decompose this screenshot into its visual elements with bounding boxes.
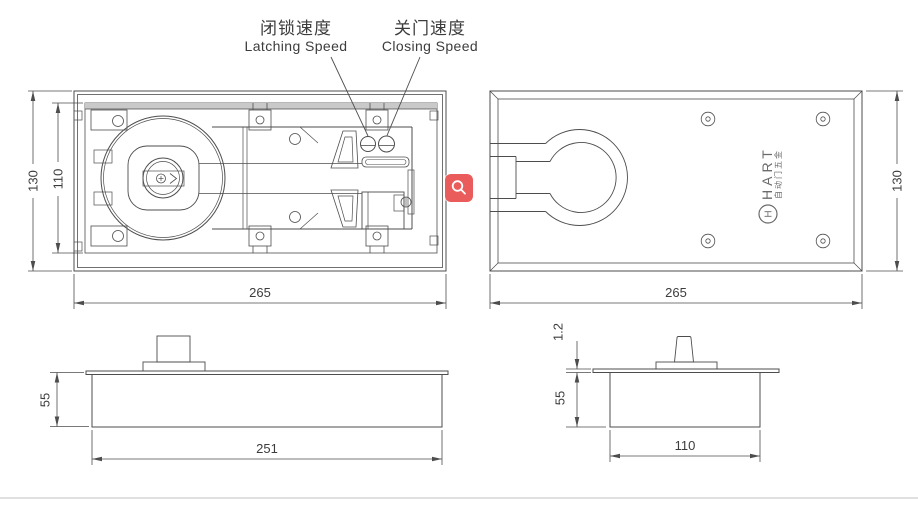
callout-closing-en: Closing Speed (382, 38, 478, 54)
dim-label-265-left: 265 (249, 285, 271, 300)
dim-label-251: 251 (256, 441, 278, 456)
callout-latching-cn: 闭锁速度 (260, 19, 332, 38)
closing-speed-screw[interactable] (378, 135, 395, 153)
plan-view-mechanism (73, 90, 447, 272)
cam-wheel (93, 115, 226, 241)
logo-tagline-cn: 自动门五金 (773, 149, 783, 199)
dim-label-265-right: 265 (665, 285, 687, 300)
dim-label-55-end: 55 (553, 391, 568, 405)
base-screw-holes (700, 111, 831, 249)
spindle-cutout (489, 129, 628, 226)
logo-mark: H (764, 210, 775, 217)
dim-label-55-side: 55 (38, 393, 53, 407)
callout-leaders (330, 56, 421, 137)
callout-latching-en: Latching Speed (245, 38, 348, 54)
cover-screw-tabs (248, 103, 389, 253)
magnifier-icon (451, 180, 466, 195)
dim-label-1-2: 1.2 (551, 323, 566, 341)
dim-label-130-left: 130 (26, 170, 41, 192)
logo-brand-text: HART (759, 146, 775, 200)
dimensions (28, 90, 903, 465)
dim-label-130-right: 130 (890, 170, 905, 192)
side-view-long (85, 335, 449, 428)
dim-label-110-end: 110 (675, 438, 696, 453)
zoom-badge[interactable] (445, 174, 473, 202)
dim-label-110-left: 110 (51, 169, 66, 190)
brand-logo: H HART 自动门五金 (758, 146, 783, 224)
side-view-end (592, 336, 780, 428)
callout-closing-cn: 关门速度 (394, 19, 466, 38)
latching-speed-screw[interactable] (360, 136, 376, 152)
plan-view-base-plate: H HART 自动门五金 (489, 90, 863, 272)
mechanism-body (199, 126, 415, 230)
bottom-divider (0, 497, 918, 499)
